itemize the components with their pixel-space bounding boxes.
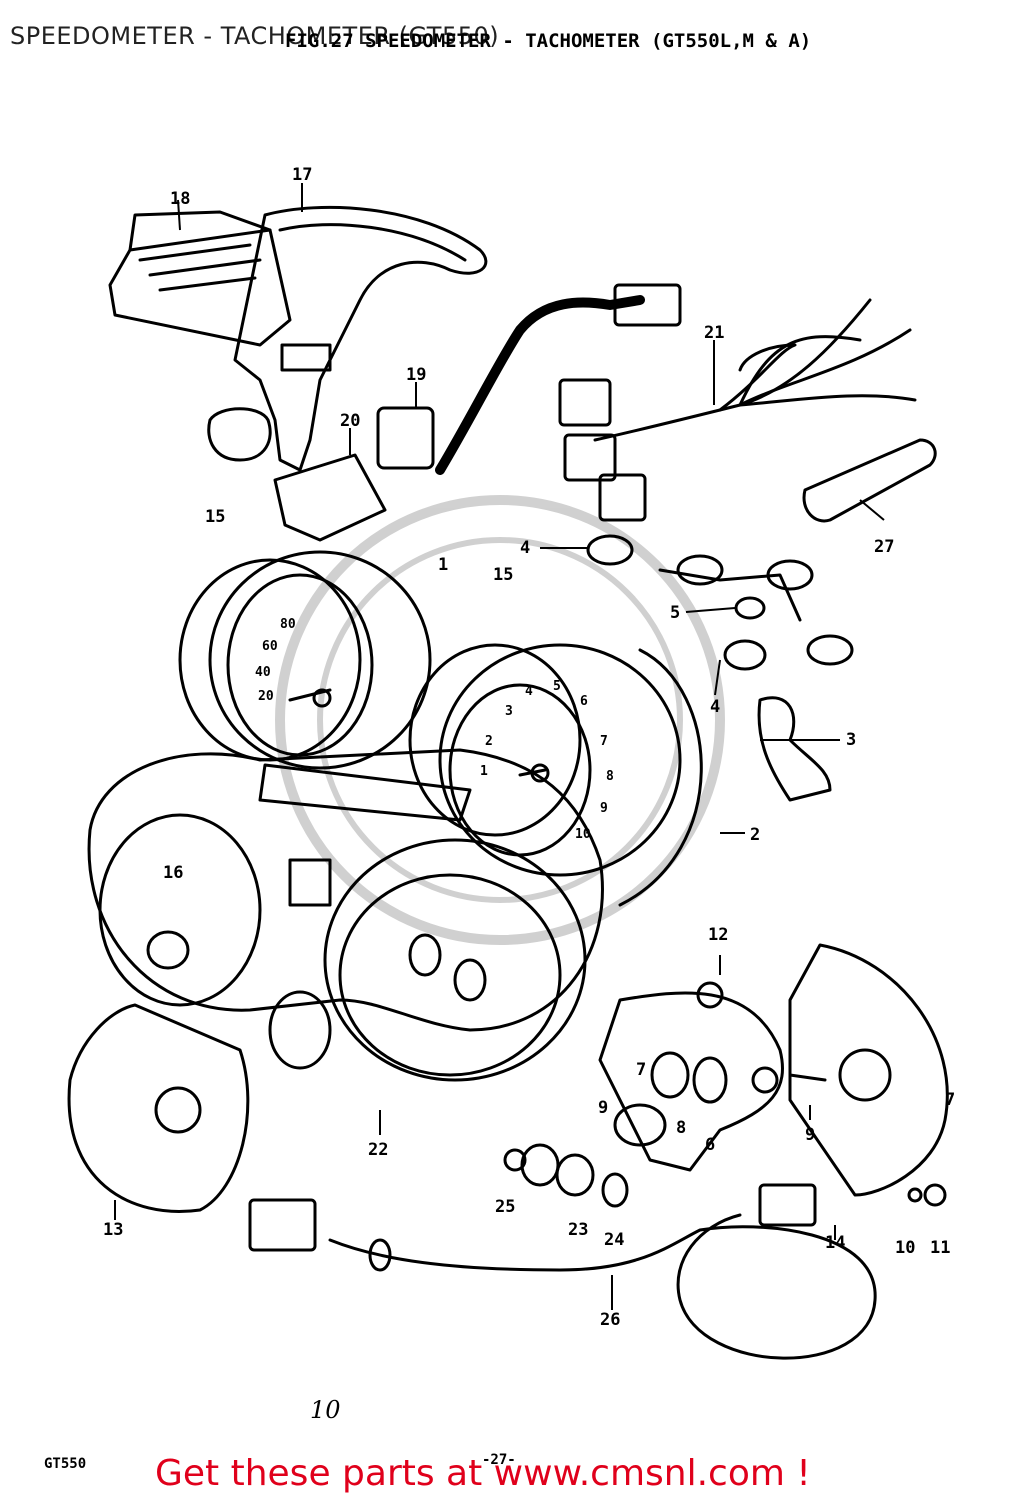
speedo-num-60: 60 xyxy=(262,639,278,654)
label-23: 23 xyxy=(568,1220,588,1240)
label-3: 3 xyxy=(846,730,856,750)
bulb-sockets xyxy=(586,534,854,671)
label-7b: 7 xyxy=(945,1090,955,1110)
clamp-plate-27 xyxy=(802,438,937,523)
wiring-harness-21 xyxy=(558,298,917,522)
page-title: SPEEDOMETER - TACHOMETER (GT550) xyxy=(10,22,500,50)
meter-bracket xyxy=(207,205,488,472)
label-11: 11 xyxy=(930,1238,950,1258)
indicator-panel-housing xyxy=(108,210,292,347)
tacho-num-8: 8 xyxy=(606,769,614,784)
label-9b: 9 xyxy=(598,1098,608,1118)
page-number: -27- xyxy=(482,1452,516,1468)
tacho-ring-15 xyxy=(408,643,582,837)
tacho-num-2: 2 xyxy=(485,734,493,749)
label-2: 2 xyxy=(750,825,760,845)
label-6: 6 xyxy=(705,1135,715,1155)
label-5: 5 xyxy=(670,603,680,623)
bulb-socket-holder-3 xyxy=(658,568,832,802)
label-10: 10 xyxy=(895,1238,915,1258)
speedo-num-20: 20 xyxy=(258,689,274,704)
speedometer-1 xyxy=(208,550,432,770)
tacho-num-7: 7 xyxy=(600,734,608,749)
speedo-num-40: 40 xyxy=(255,665,271,680)
label-18: 18 xyxy=(170,189,190,209)
tacho-num-4: 4 xyxy=(525,684,533,699)
rear-cover-right xyxy=(788,943,949,1197)
tacho-num-6: 6 xyxy=(580,694,588,709)
model-code: GT550 xyxy=(44,1456,87,1472)
label-4a: 4 xyxy=(520,538,530,558)
label-16: 16 xyxy=(163,863,183,883)
label-1: 1 xyxy=(438,555,448,575)
connector-19 xyxy=(376,406,435,470)
tacho-num-3: 3 xyxy=(505,704,513,719)
label-22: 22 xyxy=(368,1140,388,1160)
rear-bracket-14 xyxy=(598,981,784,1172)
label-24: 24 xyxy=(604,1230,624,1250)
label-20: 20 xyxy=(340,411,360,431)
label-13: 13 xyxy=(103,1220,123,1240)
footer-link[interactable]: Get these parts at www.cmsnl.com ! xyxy=(155,1453,811,1494)
tacho-num-1: 1 xyxy=(480,764,488,779)
fasteners xyxy=(613,1051,947,1207)
watermark xyxy=(275,495,725,945)
label-25: 25 xyxy=(495,1197,515,1217)
label-19: 19 xyxy=(406,365,426,385)
label-17: 17 xyxy=(292,165,312,185)
rubber-cover-20 xyxy=(273,453,387,542)
lead-connector xyxy=(613,283,682,327)
label-14: 14 xyxy=(825,1233,845,1253)
figure-title: FIG.27 SPEEDOMETER - TACHOMETER (GT550L,… xyxy=(285,30,812,52)
label-9a: 9 xyxy=(805,1125,815,1145)
label-15a: 15 xyxy=(205,507,225,527)
tacho-num-5: 5 xyxy=(553,679,561,694)
grommets xyxy=(503,1143,629,1208)
label-8: 8 xyxy=(676,1118,686,1138)
lead-wire xyxy=(435,295,645,475)
reset-knob-16 xyxy=(146,930,190,970)
handwritten-note: 10 xyxy=(310,1396,341,1424)
label-15b: 15 xyxy=(493,565,513,585)
meter-case-22 xyxy=(87,748,604,1082)
tacho-num-9: 9 xyxy=(600,801,608,816)
label-21: 21 xyxy=(704,323,724,343)
label-7a: 7 xyxy=(636,1060,646,1080)
rear-cover-13 xyxy=(67,1003,250,1213)
label-27: 27 xyxy=(874,537,894,557)
label-12: 12 xyxy=(708,925,728,945)
label-26: 26 xyxy=(600,1310,620,1330)
tacho-num-10: 10 xyxy=(575,827,591,842)
speedo-num-80: 80 xyxy=(280,617,296,632)
label-4b: 4 xyxy=(710,697,720,717)
meter-lead-26 xyxy=(248,1183,877,1360)
